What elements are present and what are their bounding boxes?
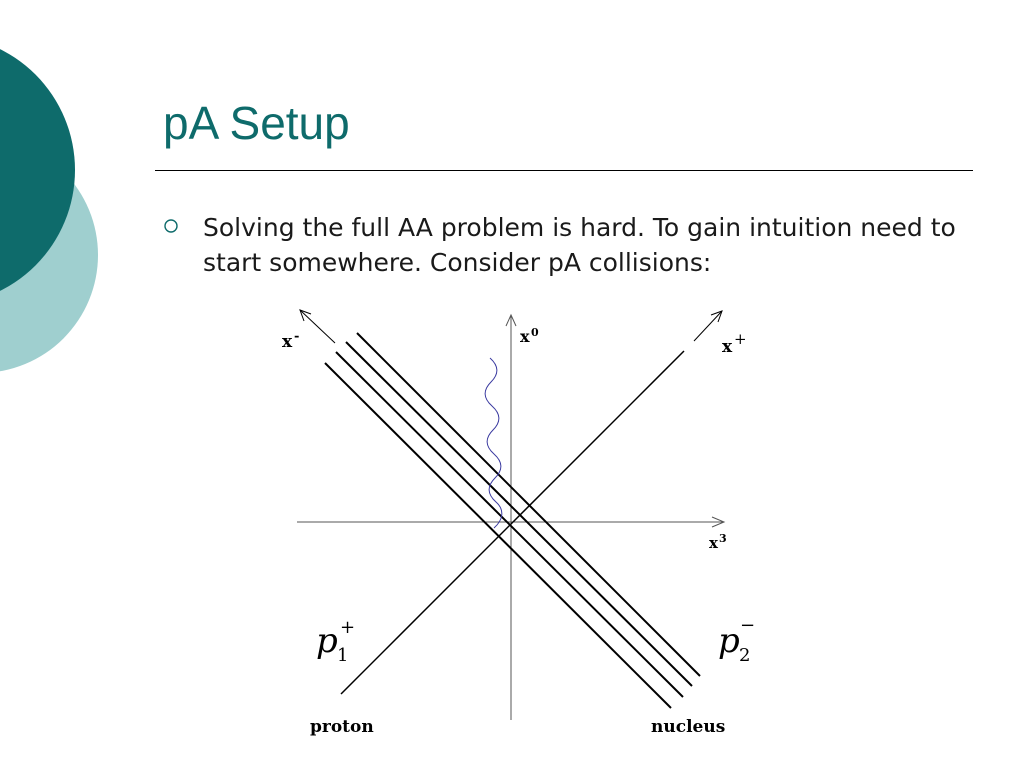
x-plus-arrowhead	[710, 310, 723, 323]
x0-label: x	[520, 327, 530, 346]
x-minus-axis	[299, 309, 336, 344]
nucleus-line	[345, 341, 693, 687]
x3-arrowhead	[711, 516, 726, 528]
nucleus-line	[324, 362, 672, 709]
proton-label: proton	[310, 717, 374, 737]
x-minus-label: x	[282, 332, 293, 352]
p1-subscript: 1	[337, 645, 348, 666]
x0-superscript: 0	[531, 326, 539, 339]
bullet-text: Solving the full AA problem is hard. To …	[203, 213, 956, 277]
p2-label: p	[718, 621, 740, 661]
nucleus-line	[335, 351, 684, 698]
nucleus-line	[356, 332, 701, 677]
hollow-circle-bullet-icon	[164, 219, 178, 233]
x-plus-axis	[693, 310, 723, 342]
x0-arrowhead	[505, 313, 517, 327]
x-plus-superscript: +	[734, 330, 747, 348]
decorative-circles	[0, 49, 98, 372]
nucleus-sheets	[324, 332, 701, 709]
p1-superscript: +	[340, 617, 355, 638]
x-plus-label: x	[722, 337, 733, 357]
nucleus-label: nucleus	[651, 717, 725, 737]
wavy-gluon-line	[484, 357, 503, 529]
x3-label: x	[709, 534, 719, 552]
p2-subscript: 2	[739, 645, 750, 666]
proton-worldline	[340, 350, 685, 695]
slide-title: pA Setup	[163, 97, 350, 149]
x3-superscript: 3	[719, 532, 727, 545]
p2-superscript: −	[740, 615, 755, 636]
p1-label: p	[316, 621, 338, 661]
x-minus-superscript: -	[294, 329, 299, 344]
x-minus-arrowhead	[299, 309, 312, 322]
decorative-dark-circle	[0, 49, 75, 291]
title-divider	[155, 170, 973, 171]
